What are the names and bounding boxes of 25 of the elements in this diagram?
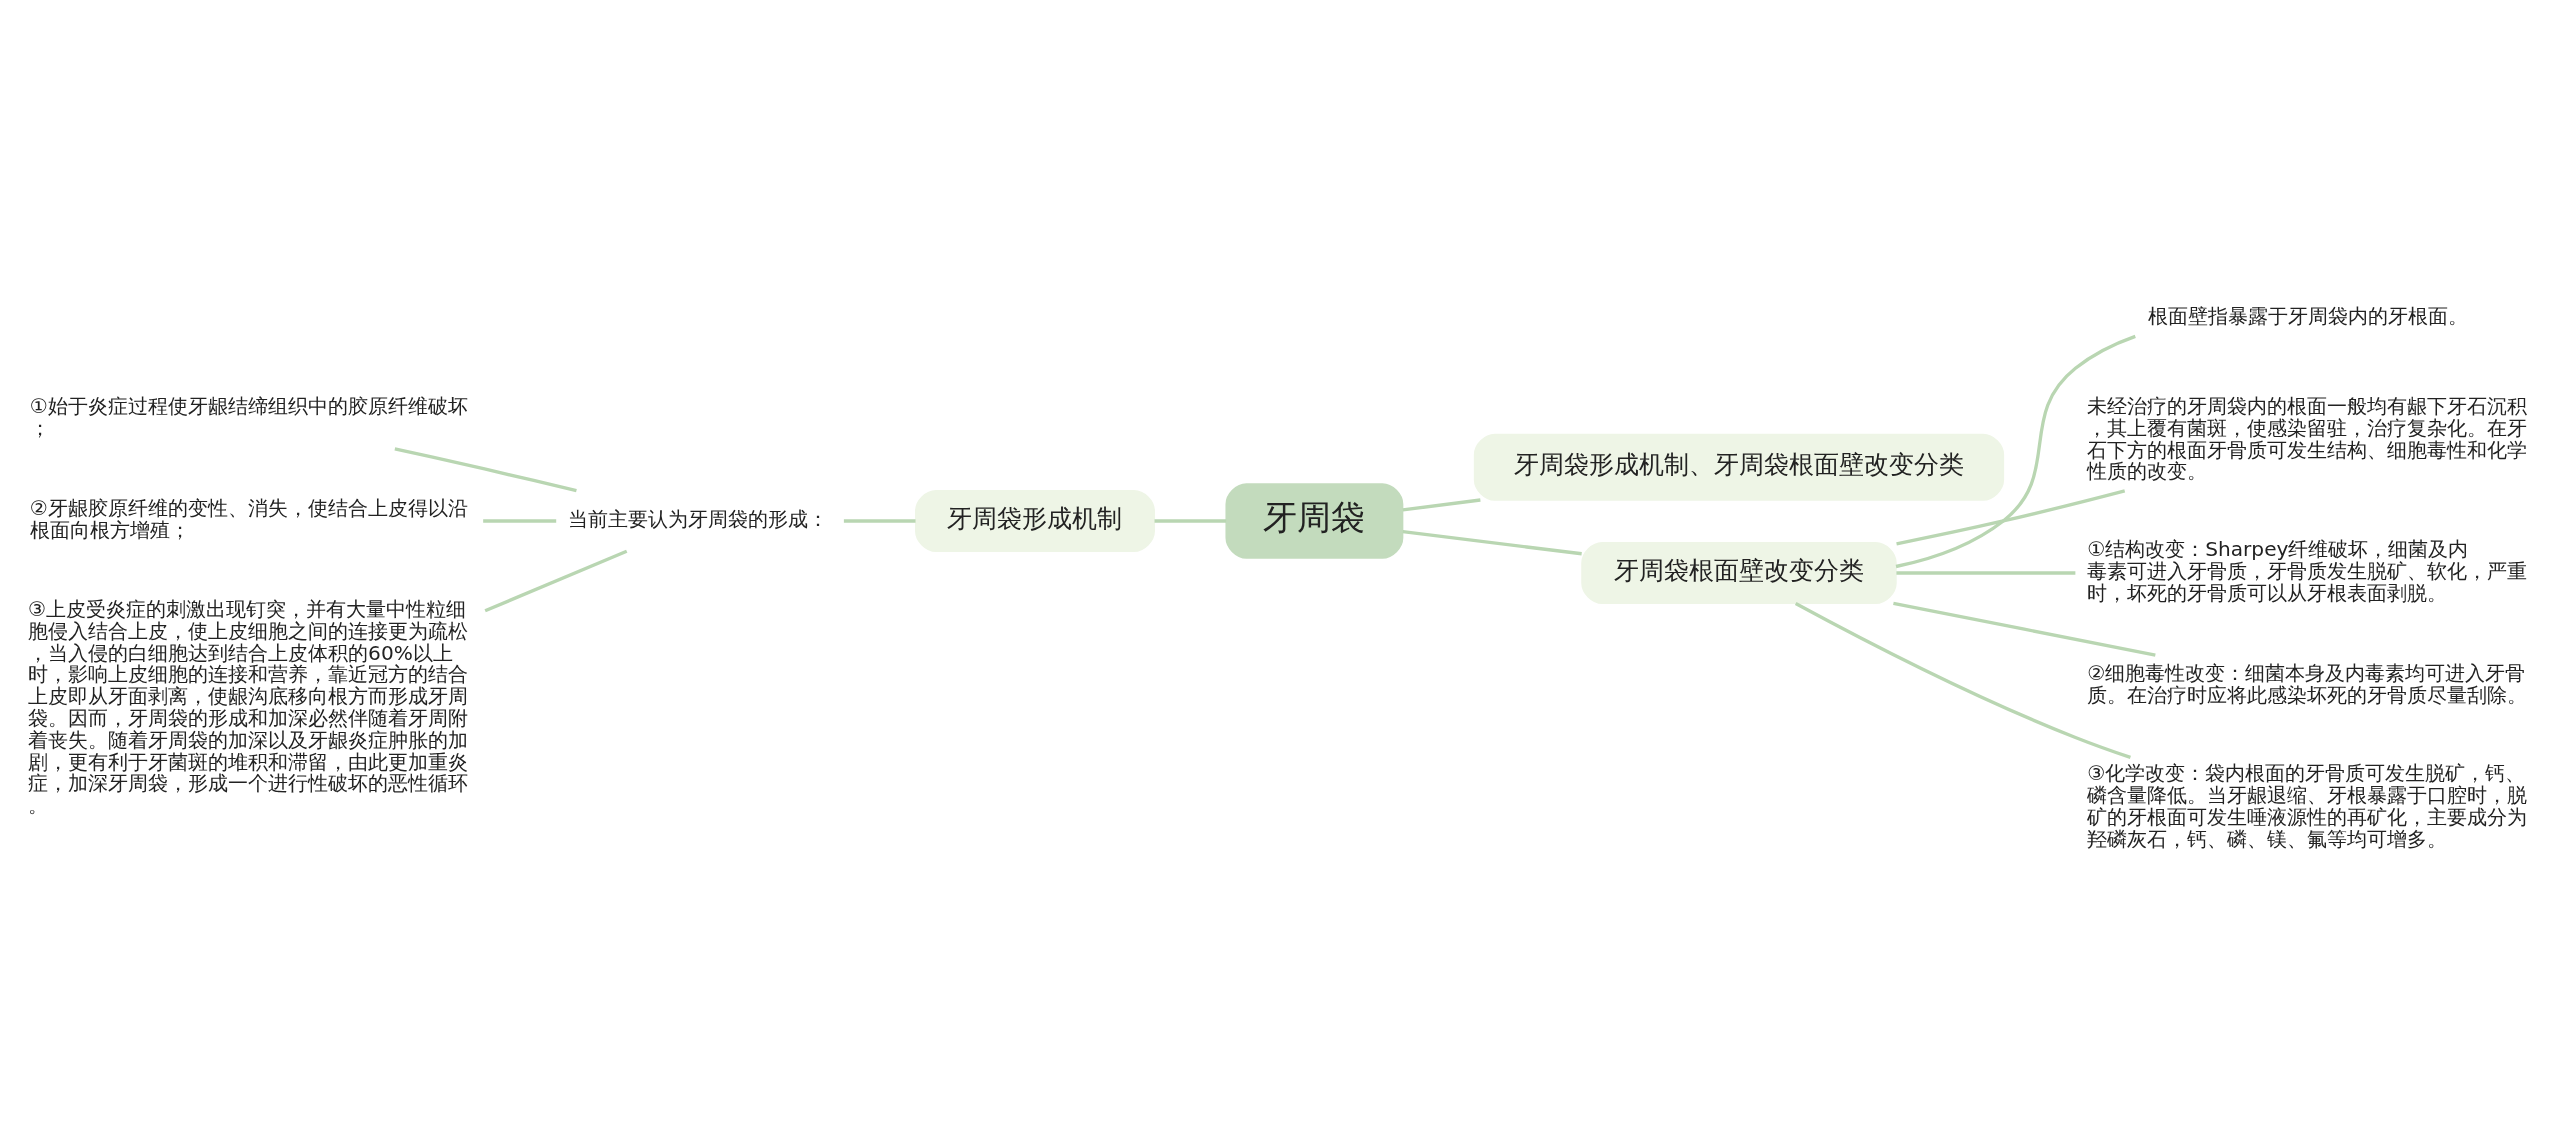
node-text: ①结构改变：Sharpey纤维破坏，细菌及内毒素可进入牙骨质，牙骨质发生脱矿、软化，严重时，坏死的牙骨质可以从牙根表面剥脱。 <box>2087 536 2528 605</box>
connector <box>1402 497 1481 512</box>
connector <box>1895 334 2136 568</box>
node-text: ③化学改变：袋内根面的牙骨质可发生脱矿，钙、磷含量降低。当牙龈退缩、牙根暴露于口腔时，脱矿的牙根面可发生唾液源性的再矿化，主要成分为羟磷灰石，钙、磷、镁、氟等均可增多。 <box>2087 760 2528 851</box>
connector <box>483 518 557 523</box>
node-box: 牙周袋 <box>1225 482 1404 559</box>
connector <box>1794 601 2131 759</box>
connector <box>394 446 577 492</box>
node-text: 根面壁指暴露于牙周袋内的牙根面。 <box>2147 303 2468 328</box>
node-text: 当前主要认为牙周袋的形成： <box>568 506 829 531</box>
node-box: 牙周袋形成机制 <box>915 489 1155 552</box>
node-text: ③上皮受炎症的刺激出现钉突，并有大量中性粒细胞侵入结合上皮，使上皮细胞之间的连接更为疏松，当入侵的白细胞达到结合上皮体积的60%以上时，影响上皮细胞的连接和营养，靠近冠方的结合上皮即从牙面剥离，使龈沟底移向根方而形成牙周袋。因而，牙周袋的形成和加深必然伴随着牙周附着丧失。随着牙周袋的加深以及牙龈炎症肿胀的加剧，更有利于牙菌斑的堆积和滞留，由此更加重炎症，加深牙周袋，形成一个进行性破坏的恶性循环。 <box>28 596 469 817</box>
node-text: ②细胞毒性改变：细菌本身及内毒素均可进入牙骨质。在治疗时应将此感染坏死的牙骨质尽量刮除。 <box>2087 660 2528 707</box>
connector <box>1893 601 2156 657</box>
connector <box>1402 529 1582 555</box>
connector <box>484 549 628 612</box>
node-text: ①始于炎症过程使牙龈结缔组织中的胶原纤维破坏； <box>29 393 468 440</box>
node-box: 牙周袋根面壁改变分类 <box>1581 541 1897 604</box>
node-text: 未经治疗的牙周袋内的根面一般均有龈下牙石沉积，其上覆有菌斑，使感染留驻，治疗复杂化。在牙石下方的根面牙骨质可发生结构、细胞毒性和化学性质的改变。 <box>2087 393 2528 483</box>
connector <box>1896 570 2076 575</box>
node-text: ②牙龈胶原纤维的变性、消失，使结合上皮得以沿根面向根方增殖； <box>29 495 468 542</box>
connector <box>843 518 916 523</box>
node-box: 牙周袋形成机制、牙周袋根面壁改变分类 <box>1473 433 2005 501</box>
connector <box>1154 518 1227 523</box>
connector <box>1896 488 2126 545</box>
